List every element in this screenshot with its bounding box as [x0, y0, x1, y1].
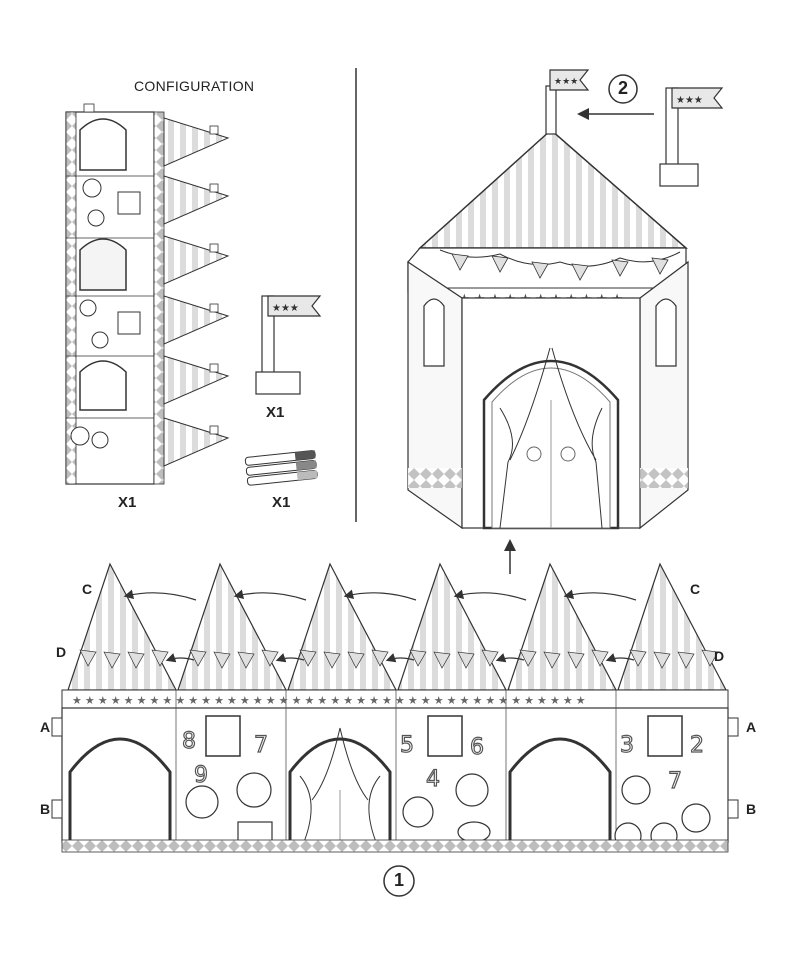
svg-text:4: 4 [426, 767, 440, 792]
connection-arrows [123, 589, 637, 663]
svg-text:9: 9 [194, 763, 208, 788]
svg-text:★ ★ ★ ★ ★ ★ ★ ★ ★ ★ ★ ★ ★ ★ ★: ★ ★ ★ ★ ★ ★ ★ ★ ★ ★ ★ ★ ★ ★ ★ ★ ★ ★ ★ ★ … [72, 695, 586, 707]
svg-text:7: 7 [254, 733, 268, 758]
svg-text:★★★: ★★★ [272, 303, 299, 314]
step-1-circle [383, 865, 415, 897]
tent-panel-quantity: X1 [118, 494, 137, 511]
flag-illustration: ★★★ [255, 295, 322, 395]
configuration-title: CONFIGURATION [134, 78, 255, 94]
edge-label-c-left: C [82, 581, 93, 597]
svg-text:★★★: ★★★ [554, 76, 578, 86]
svg-text:6: 6 [470, 735, 484, 760]
assembled-tent-illustration: ★ ★ ★ ★ ★ ★ ★ ★ ★ ★ ★ ★ ★ ★★★ [407, 69, 689, 530]
edge-label-d-left: D [56, 644, 67, 660]
svg-text:3: 3 [620, 733, 634, 758]
tent-panel-illustration [65, 103, 230, 485]
edge-label-c-right: C [690, 581, 701, 597]
flag-quantity: X1 [266, 404, 285, 421]
edge-label-b-left: B [40, 801, 51, 817]
step-2-flag-illustration: ★★★ [659, 87, 724, 187]
step-2-number: 2 [617, 78, 628, 98]
svg-text:★★★: ★★★ [676, 95, 703, 106]
svg-text:7: 7 [668, 769, 682, 794]
step-2-circle [608, 74, 638, 104]
svg-text:5: 5 [400, 733, 414, 758]
markers-quantity: X1 [272, 494, 291, 511]
edge-label-b-right: B [746, 801, 757, 817]
markers-illustration [244, 450, 318, 486]
unfolded-tent-panel: ★ ★ ★ ★ ★ ★ ★ ★ ★ ★ ★ ★ ★ ★ ★ ★ ★ ★ ★ ★ … [51, 562, 739, 853]
edge-label-a-right: A [746, 719, 757, 735]
step-1-number: 1 [393, 870, 404, 890]
edge-label-d-right: D [714, 648, 725, 664]
svg-text:2: 2 [690, 733, 704, 758]
svg-text:8: 8 [182, 729, 196, 754]
edge-label-a-left: A [40, 719, 51, 735]
